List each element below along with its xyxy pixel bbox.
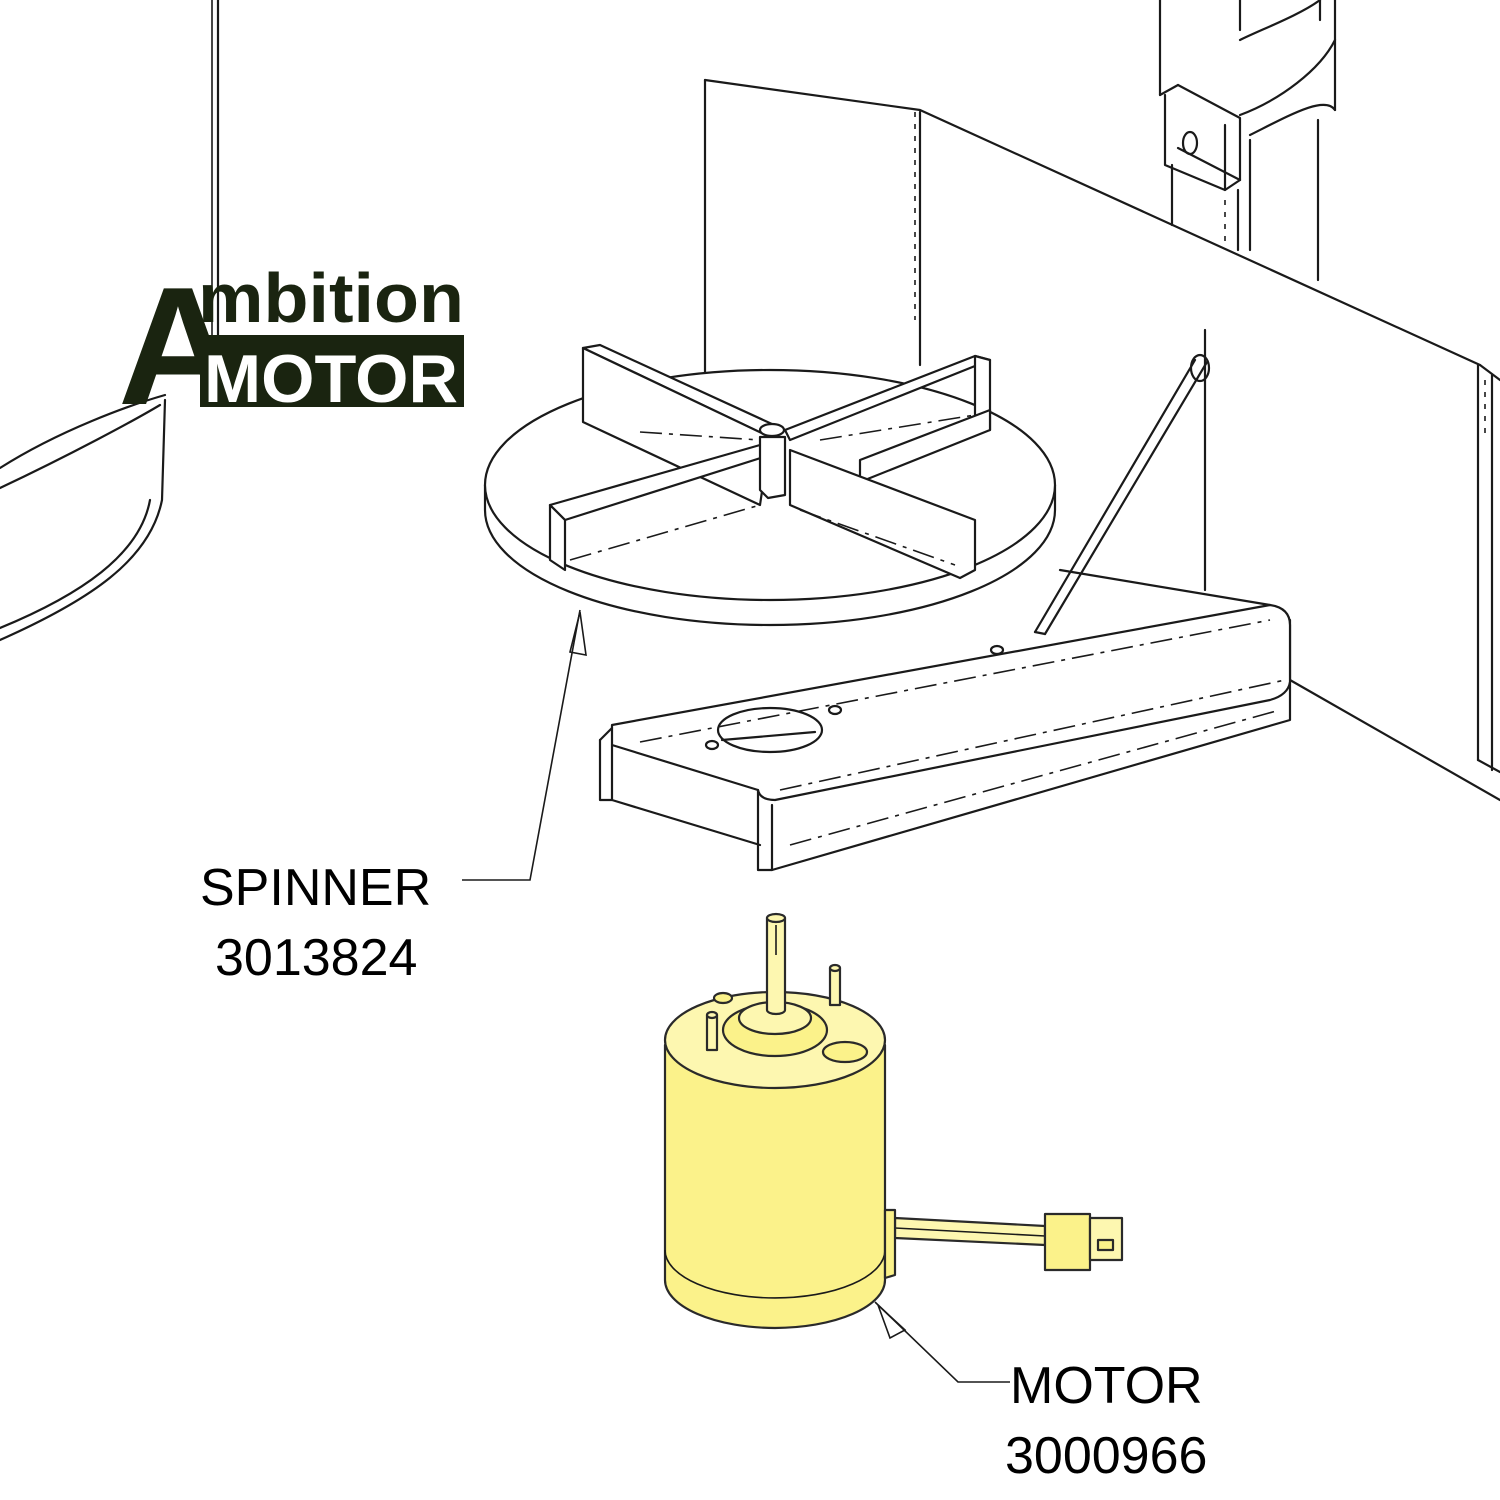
mounting-channel — [598, 568, 1292, 872]
spinner-part-number: 3013824 — [215, 929, 417, 987]
motor-label: MOTOR — [1010, 1357, 1203, 1415]
spinner-disc — [483, 343, 1057, 627]
bracket-assembly — [1158, 0, 1337, 282]
motor-part-number: 3000966 — [1005, 1427, 1207, 1485]
spinner-label: SPINNER — [200, 859, 431, 917]
brand-line1: mbition — [198, 259, 464, 337]
motor-leader — [874, 1301, 1010, 1383]
deflector-rod — [1033, 353, 1211, 636]
motor-body — [663, 912, 1124, 1330]
brand-logo: A mbition MOTOR — [118, 252, 464, 440]
hopper-outline — [0, 0, 220, 642]
brand-line2: MOTOR — [204, 341, 458, 417]
back-wall — [703, 78, 1500, 802]
spinner-leader — [462, 609, 587, 881]
